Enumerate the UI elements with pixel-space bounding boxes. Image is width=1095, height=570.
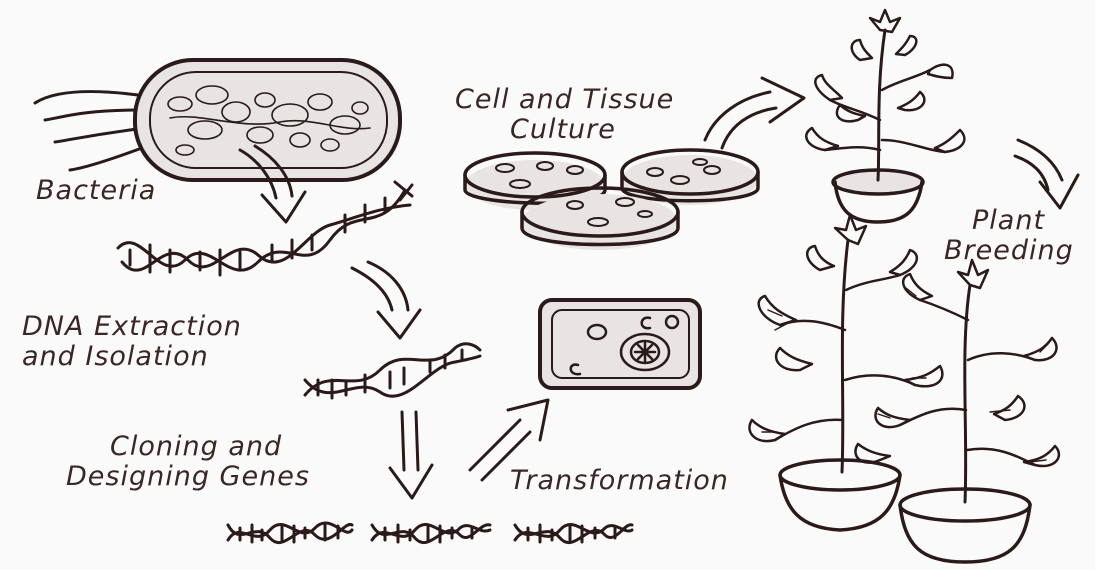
arrow-dna-to-clone bbox=[352, 262, 420, 338]
bacterium-illustration bbox=[35, 60, 400, 180]
label-breeding-line2: Breeding bbox=[944, 236, 1074, 266]
petri-dishes bbox=[465, 150, 758, 250]
label-transformation-text: Transformation bbox=[510, 465, 729, 496]
transformed-cell bbox=[540, 300, 700, 388]
label-dna-extraction: DNA Extraction and Isolation bbox=[22, 312, 242, 372]
label-transformation: Transformation bbox=[510, 466, 729, 496]
label-bacteria-text: Bacteria bbox=[36, 175, 156, 206]
label-plant-breeding: Plant Breeding bbox=[944, 206, 1074, 266]
arrow-plant-to-breeding bbox=[1015, 140, 1078, 208]
label-cell-culture: Cell and Tissue Culture bbox=[455, 85, 674, 145]
label-breeding-line1: Plant bbox=[944, 206, 1074, 236]
potted-plant-small bbox=[806, 10, 964, 222]
label-cloning-line1: Cloning and bbox=[66, 432, 310, 462]
label-bacteria: Bacteria bbox=[36, 176, 156, 206]
arrow-down-to-genes bbox=[390, 412, 432, 498]
dna-fragments-row bbox=[228, 523, 632, 543]
label-culture-line1: Cell and Tissue bbox=[455, 85, 674, 115]
dna-helix-middle bbox=[305, 344, 480, 398]
potted-plants-large bbox=[749, 215, 1058, 562]
label-culture-line2: Culture bbox=[455, 115, 674, 145]
label-dna-line2: and Isolation bbox=[22, 342, 242, 372]
label-cloning: Cloning and Designing Genes bbox=[66, 432, 310, 492]
label-dna-line1: DNA Extraction bbox=[22, 312, 242, 342]
arrow-culture-to-plant bbox=[705, 78, 804, 148]
petri-dish-right bbox=[622, 150, 758, 205]
label-cloning-line2: Designing Genes bbox=[66, 462, 310, 492]
